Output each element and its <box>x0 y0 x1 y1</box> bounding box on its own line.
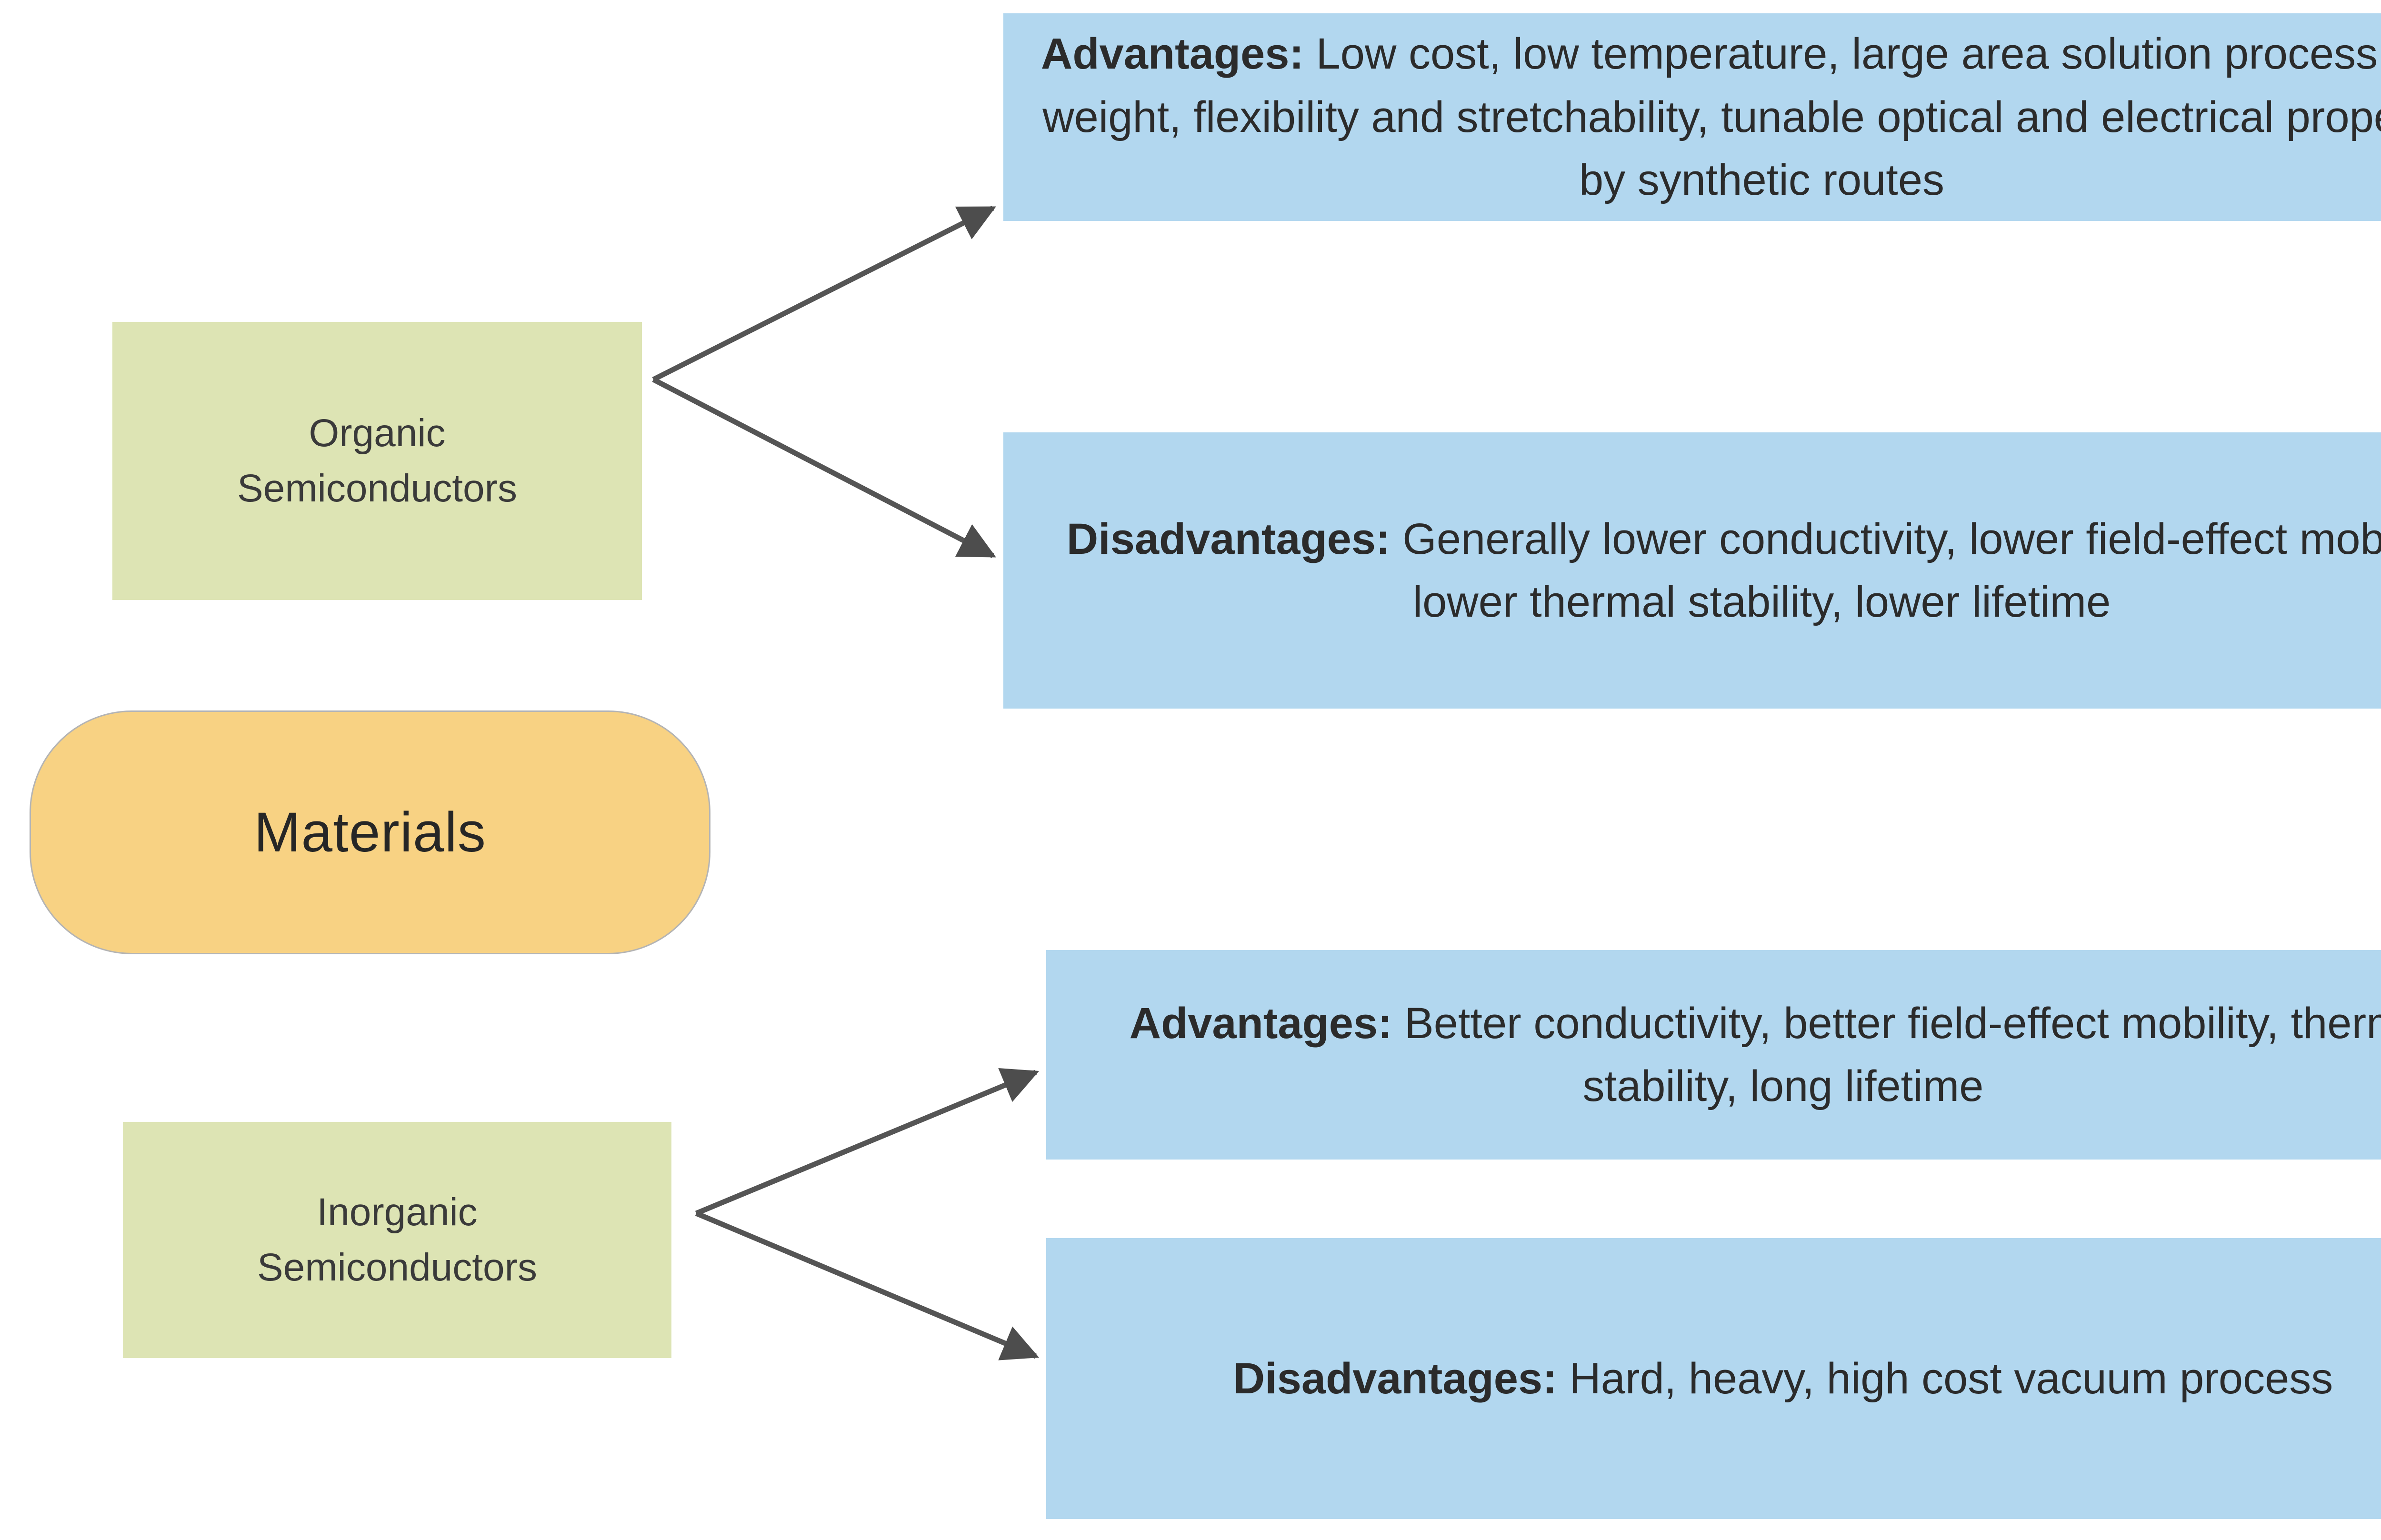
description-node-inorganic-advantages[interactable]: Advantages: Better conductivity, better … <box>1046 950 2381 1160</box>
root-node-label: Materials <box>254 801 486 864</box>
advantages-body: Low cost, low temperature, large area so… <box>1042 30 2381 205</box>
description-text: Disadvantages: Generally lower conductiv… <box>1018 508 2381 634</box>
description-node-inorganic-disadvantages[interactable]: Disadvantages: Hard, heavy, high cost va… <box>1046 1238 2381 1519</box>
advantages-heading: Advantages: <box>1040 30 1304 79</box>
advantages-heading: Advantages: <box>1129 999 1392 1048</box>
description-text: Disadvantages: Hard, heavy, high cost va… <box>1233 1347 2333 1410</box>
disadvantages-body: Generally lower conductivity, lower fiel… <box>1390 514 2381 626</box>
edge-organic-to-disadvantages <box>652 377 996 558</box>
edge-inorganic-to-disadvantages <box>695 1210 1040 1360</box>
root-node-materials[interactable]: Materials <box>30 710 710 954</box>
category-label-line-1: Inorganic <box>317 1190 478 1234</box>
category-label-line-2: Semiconductors <box>237 467 517 510</box>
description-text: Advantages: Better conductivity, better … <box>1060 992 2381 1118</box>
disadvantages-heading: Disadvantages: <box>1233 1354 1557 1403</box>
edge-organic-to-advantages <box>652 206 996 382</box>
description-node-organic-advantages[interactable]: Advantages: Low cost, low temperature, l… <box>1003 13 2381 221</box>
category-node-inorganic[interactable]: Inorganic Semiconductors <box>123 1122 671 1358</box>
category-label-line-2: Semiconductors <box>257 1246 537 1289</box>
description-text: Advantages: Low cost, low temperature, l… <box>1018 22 2381 211</box>
category-label-line-1: Organic <box>309 411 446 455</box>
edge-inorganic-to-advantages <box>695 1068 1040 1216</box>
category-node-organic[interactable]: Organic Semiconductors <box>112 322 642 600</box>
disadvantages-heading: Disadvantages: <box>1066 514 1391 563</box>
advantages-body: Better conductivity, better field-effect… <box>1392 999 2381 1110</box>
disadvantages-body: Hard, heavy, high cost vacuum process <box>1557 1354 2333 1403</box>
description-node-organic-disadvantages[interactable]: Disadvantages: Generally lower conductiv… <box>1003 432 2381 709</box>
